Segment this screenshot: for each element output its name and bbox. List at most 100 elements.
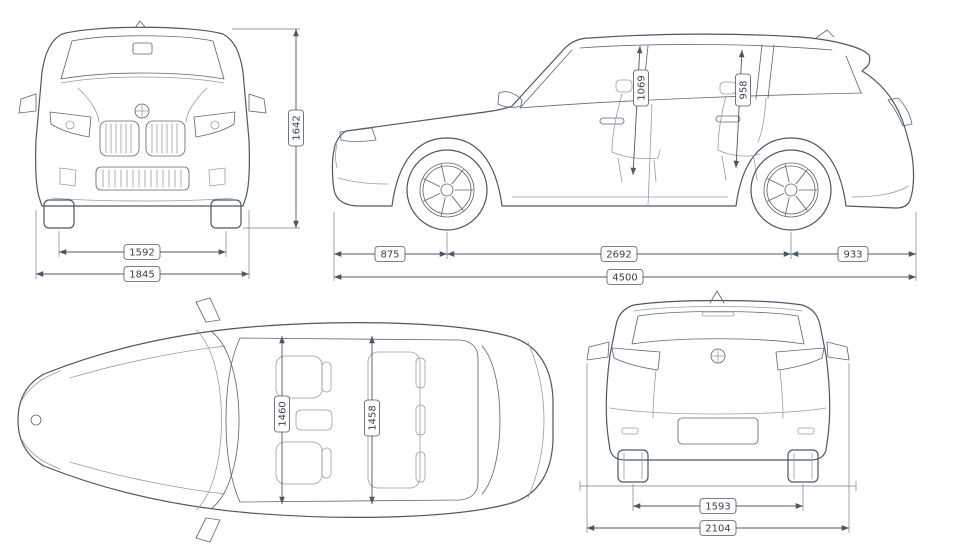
rearview-mirror — [132, 42, 153, 55]
dim-label-track-width: 1592 — [123, 244, 161, 260]
dim-box — [123, 244, 161, 260]
taillight-right — [775, 347, 825, 371]
dim-ext-width — [35, 210, 250, 279]
side-mirror — [497, 91, 523, 108]
dim-box — [606, 269, 644, 285]
roof-outline — [225, 337, 479, 503]
spoiler-line — [633, 306, 803, 312]
front-windshield — [60, 35, 225, 80]
front-face-lines — [335, 143, 389, 185]
dim-label-front-headroom: 1069 — [633, 69, 649, 107]
rear-window — [631, 311, 805, 345]
dim-box — [364, 399, 380, 437]
front-view: 1592 1845 1642 — [18, 20, 304, 282]
front-overhang-value: 875 — [380, 250, 399, 261]
dim-label-front-overhang: 875 — [374, 246, 406, 262]
rear-interior-width-value: 1458 — [368, 405, 379, 430]
dim-ext-width-mirrors — [586, 363, 850, 533]
dim-label-overall-width: 1845 — [123, 266, 161, 282]
door-handle-rear — [715, 115, 741, 123]
center-console — [295, 409, 333, 431]
dim-label-front-interior-width: 1460 — [274, 395, 290, 433]
rear-roundel-cross — [710, 348, 726, 364]
dim-label-wheelbase: 2692 — [600, 246, 638, 262]
headlight-right — [193, 111, 236, 138]
wheelbase-value: 2692 — [606, 250, 631, 261]
rear-window-arc — [481, 345, 501, 495]
kidney-grille-right — [145, 120, 186, 157]
d-pillar — [845, 55, 862, 94]
brake-light — [701, 311, 735, 317]
front-right-seat — [275, 441, 323, 485]
windshield-arc — [211, 331, 240, 509]
dim-box — [274, 395, 290, 433]
front-track-width-value: 1592 — [129, 248, 154, 259]
front-overall-width-value: 1845 — [129, 270, 154, 281]
side-body-outline — [331, 33, 915, 209]
rear-overhang-value: 933 — [843, 250, 862, 261]
rear-wheel-left — [617, 449, 649, 483]
rear-body-outline — [605, 299, 831, 461]
dim-ext-track — [58, 231, 227, 257]
front-right-headrest — [321, 447, 332, 479]
top-body-outline — [17, 322, 554, 518]
side-headlight — [339, 127, 377, 142]
rear-mirror-left — [586, 341, 610, 361]
taillight-left — [611, 347, 661, 371]
front-left-seat — [275, 355, 323, 399]
headlight-left-lens — [65, 120, 75, 130]
front-wheel-left — [43, 199, 75, 229]
hood-roundel-icon — [30, 414, 42, 426]
glass-top-line — [579, 44, 833, 51]
side-view: 1069 958 875 2692 933 4500 — [331, 29, 917, 285]
dim-label-rear-overhang: 933 — [837, 246, 869, 262]
c-pillar — [755, 44, 775, 100]
width-incl-mirrors-value: 2104 — [705, 524, 730, 535]
front-wheel-right — [210, 199, 242, 229]
dim-box — [699, 498, 737, 514]
taillight-side — [887, 97, 913, 127]
dim-box — [374, 246, 406, 262]
shark-fin-antenna-icon — [815, 29, 835, 39]
headlight-left — [49, 111, 92, 138]
rear-view: 1593 2104 — [579, 290, 857, 536]
rear-headroom-value: 958 — [739, 80, 750, 99]
rear-seat — [717, 95, 761, 181]
top-view: 1460 1458 — [17, 297, 554, 543]
dim-box — [699, 520, 737, 536]
front-body-outline — [35, 26, 250, 207]
dim-label-rear-headroom: 958 — [735, 73, 751, 107]
dim-box — [633, 69, 649, 107]
dim-box — [837, 246, 869, 262]
headlight-right-lens — [210, 120, 220, 130]
front-left-headrest — [321, 361, 332, 393]
dim-box — [600, 246, 638, 262]
grille-bars — [105, 123, 178, 154]
ground-line — [579, 481, 857, 491]
kidney-grille-left — [99, 120, 140, 157]
front-roundel-cross — [134, 103, 150, 119]
front-headroom-value: 1069 — [637, 75, 648, 100]
front-seat-headrest — [615, 79, 633, 93]
dim-label-rear-track: 1593 — [699, 498, 737, 514]
rear-bumper-line — [851, 185, 909, 198]
rear-headrest-2 — [415, 404, 426, 436]
dim-ext-length — [333, 212, 917, 281]
reflector-right — [797, 427, 815, 435]
cowl-line — [60, 76, 225, 84]
front-bumper-contours — [21, 370, 61, 470]
hood-contours — [69, 345, 226, 495]
dim-label-rear-interior-width: 1458 — [364, 399, 380, 437]
mirror-right — [248, 93, 267, 114]
bumper-top-line — [609, 407, 827, 415]
top-mirror-upper — [195, 297, 221, 323]
dim-line-front-headroom — [630, 45, 643, 176]
windshield-line — [519, 49, 573, 109]
front-interior-width-value: 1460 — [278, 401, 289, 426]
bumper-lip — [51, 197, 234, 202]
dim-label-overall-height: 1642 — [288, 109, 304, 147]
door-handle-front — [599, 117, 625, 125]
dim-box — [288, 109, 304, 147]
